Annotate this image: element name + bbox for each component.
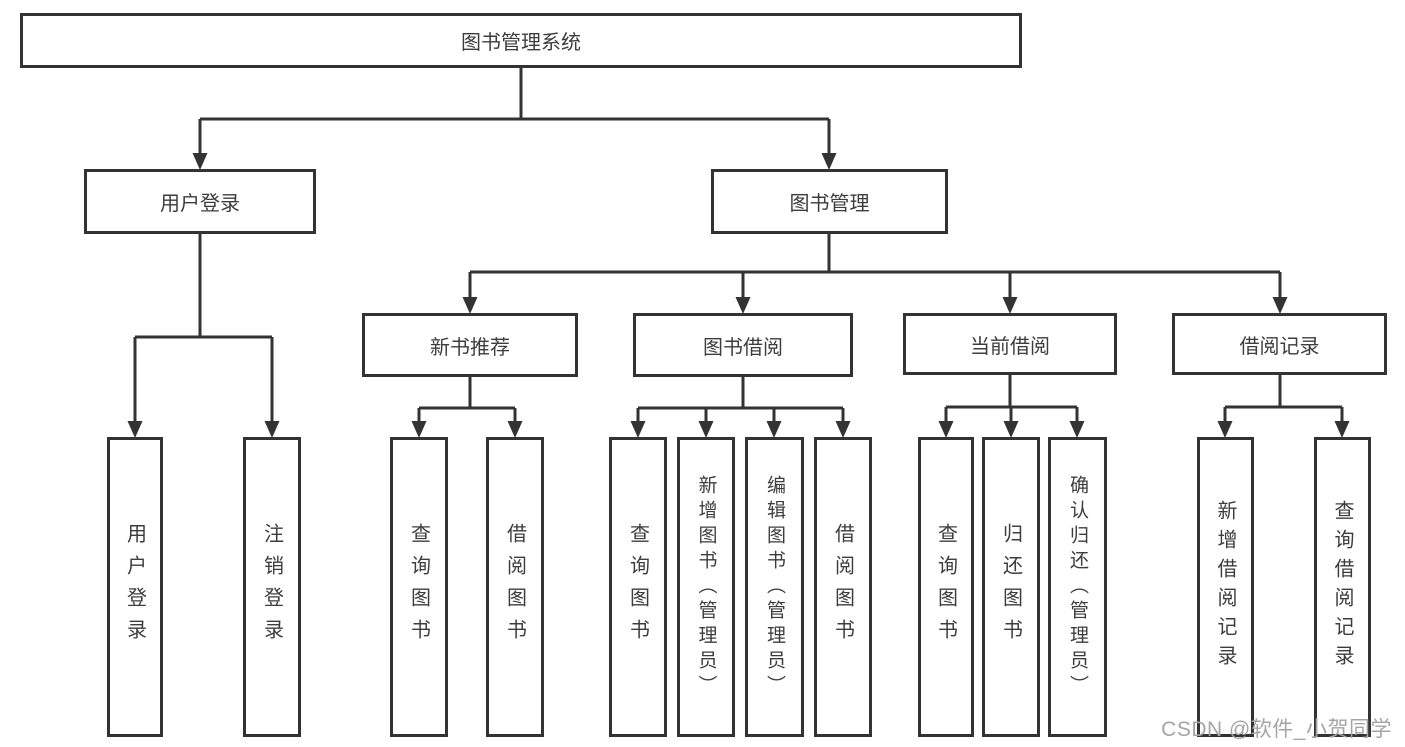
node-label: 查询图书	[934, 523, 957, 651]
node-book-management: 图书管理	[711, 169, 948, 234]
node-label: 注销登录	[260, 523, 283, 651]
node-new-book-recommendation: 新书推荐	[362, 313, 578, 377]
node-add-borrow-record: 新增借阅记录	[1197, 437, 1254, 737]
node-label: 用户登录	[160, 193, 240, 215]
arrowheads	[127, 153, 1350, 438]
node-query-books-borrow: 查询图书	[609, 437, 667, 737]
node-logout: 注销登录	[243, 437, 301, 737]
watermark: CSDN @软件_小贺同学	[1161, 718, 1392, 741]
node-current-borrowing: 当前借阅	[903, 313, 1117, 375]
node-return-books: 归还图书	[982, 437, 1040, 737]
node-label: 新书推荐	[430, 336, 510, 359]
node-label: 查询图书	[407, 523, 430, 651]
node-edit-books-admin: 编辑图书（管理员）	[745, 437, 804, 737]
node-label: 图书管理	[789, 193, 870, 215]
node-label: 编辑图书（管理员）	[764, 474, 785, 700]
node-label: 图书借阅	[703, 336, 783, 359]
node-label: 查询图书	[626, 523, 649, 651]
node-add-books-admin: 新增图书（管理员）	[677, 437, 735, 737]
node-label: 借阅图书	[503, 523, 526, 651]
node-user-login-leaf: 用户登录	[107, 437, 163, 737]
node-label: 归还图书	[999, 523, 1022, 651]
node-label: 用户登录	[123, 523, 146, 651]
node-book-borrowing: 图书借阅	[633, 313, 853, 377]
node-label: 图书管理系统	[461, 32, 581, 54]
node-borrow-books-leaf: 借阅图书	[814, 437, 872, 737]
node-label: 查询借阅记录	[1331, 500, 1353, 674]
node-label: 借阅记录	[1239, 335, 1320, 358]
node-query-borrow-record: 查询借阅记录	[1314, 437, 1371, 737]
node-label: 确认归还（管理员）	[1067, 474, 1088, 700]
node-user-login: 用户登录	[84, 169, 316, 234]
node-label: 当前借阅	[970, 335, 1050, 358]
node-label: 新增借阅记录	[1214, 500, 1236, 674]
node-library-management-system: 图书管理系统	[20, 13, 1022, 68]
node-borrow-books-recommend: 借阅图书	[486, 437, 544, 737]
node-borrowing-records: 借阅记录	[1172, 313, 1387, 375]
node-query-books-recommend: 查询图书	[390, 437, 448, 737]
node-confirm-return-admin: 确认归还（管理员）	[1048, 437, 1107, 737]
node-label: 借阅图书	[831, 523, 854, 651]
node-query-books-current: 查询图书	[918, 437, 974, 737]
node-label: 新增图书（管理员）	[695, 474, 717, 700]
